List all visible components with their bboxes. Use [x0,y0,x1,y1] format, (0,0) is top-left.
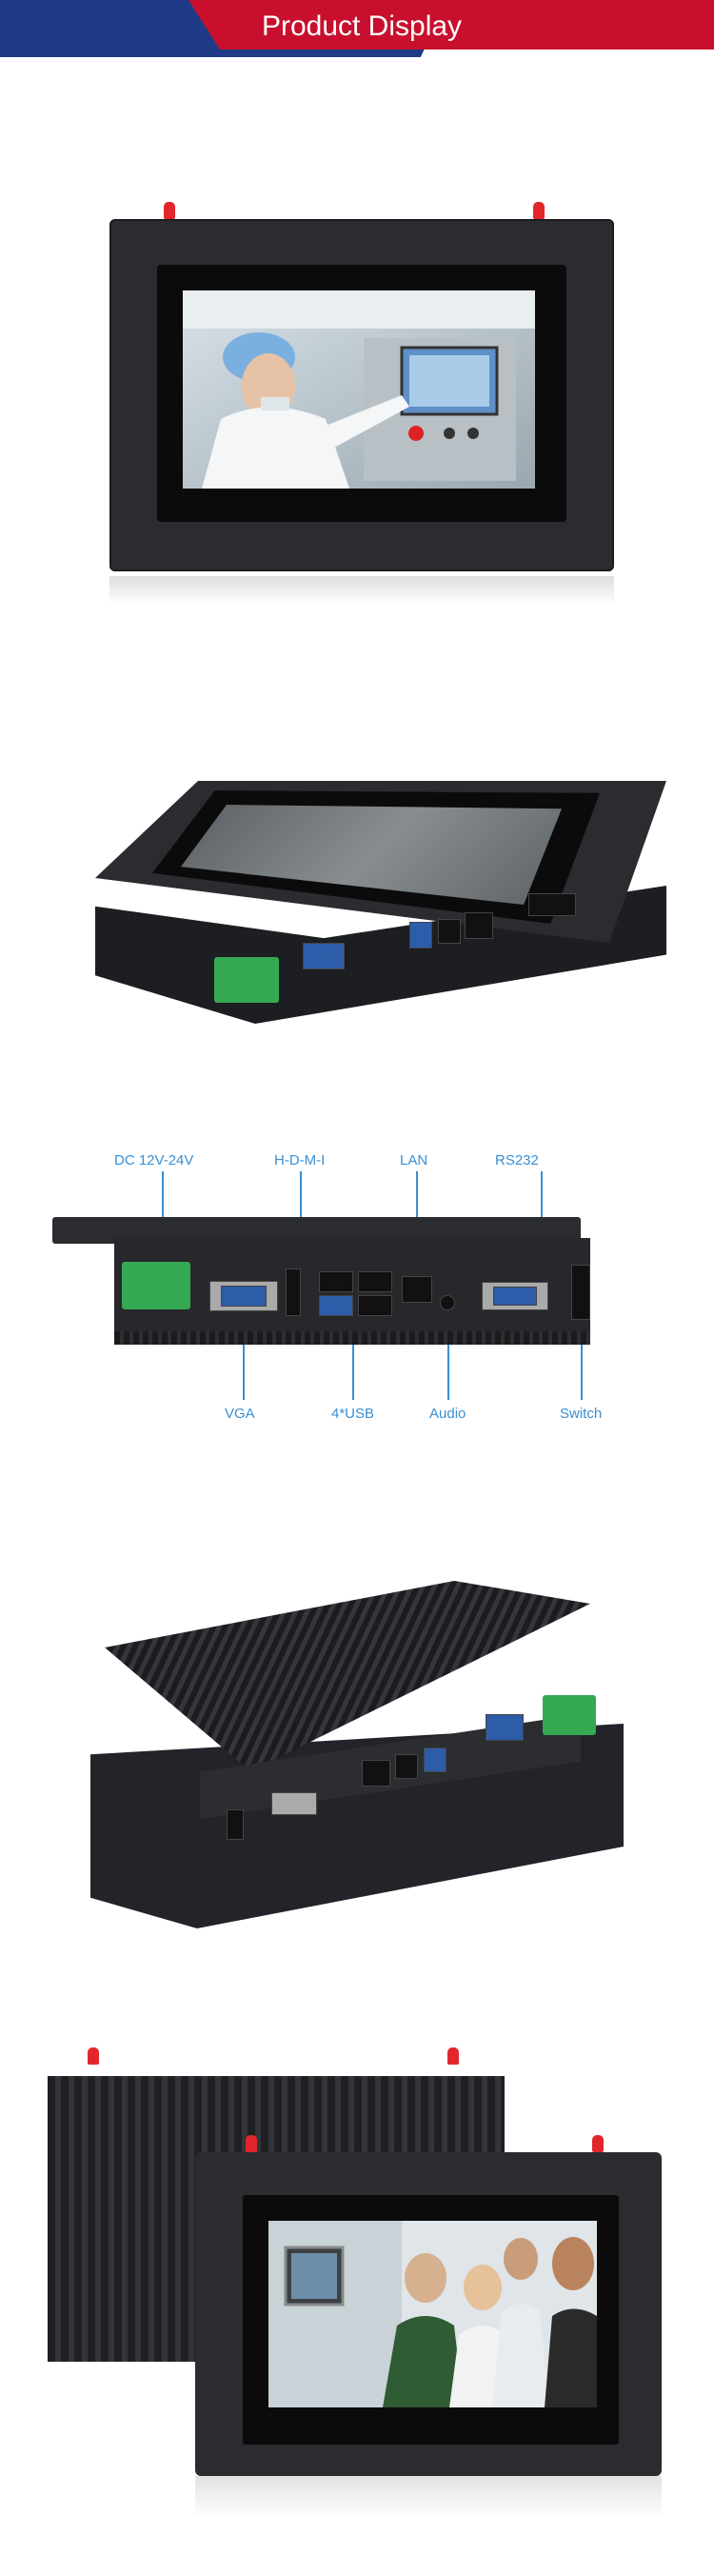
vga-port [303,943,345,969]
panel-reflection [109,576,614,605]
lan-port [362,1760,390,1787]
label-audio: Audio [429,1406,466,1422]
rs232-connector [493,1287,537,1306]
label-hdmi: H-D-M-I [274,1152,326,1168]
page-title: Product Display [261,10,463,42]
header-banner-red [188,0,714,50]
usb-port [319,1295,353,1316]
antenna-left [164,202,175,219]
leader-line [352,1309,354,1400]
vga-port [486,1714,524,1741]
leader-line [581,1324,583,1400]
rs232-port [528,893,576,916]
power-switch [571,1265,590,1320]
screen-photo-team [268,2221,597,2407]
panel-reflection [195,2476,662,2519]
usb-port [438,919,461,944]
lan-port [465,912,493,939]
dc-terminal [543,1695,596,1735]
rs232-port [271,1792,317,1815]
usb-port [358,1271,392,1292]
audio-jack [440,1295,455,1310]
lan-port [402,1276,432,1303]
dc-terminal [122,1262,190,1309]
label-vga: VGA [225,1406,255,1422]
label-dc: DC 12V-24V [114,1152,194,1168]
screen-photo-worker [183,290,535,489]
label-lan: LAN [400,1152,428,1168]
antenna-right [447,2047,459,2065]
vga-connector [221,1286,267,1307]
label-switch: Switch [560,1406,603,1422]
usb-port [358,1295,392,1316]
usb-port [395,1754,418,1779]
antenna-right [592,2135,604,2152]
antenna-left [246,2135,257,2152]
antenna-right [533,202,545,219]
usb-port [424,1747,446,1772]
usb-port [409,922,432,949]
label-usb: 4*USB [331,1406,375,1422]
power-switch [227,1809,244,1840]
leader-line [447,1309,449,1400]
antenna-left [88,2047,99,2065]
leader-line [243,1324,245,1400]
label-rs232: RS232 [495,1152,539,1168]
usb-port [319,1271,353,1292]
dc-terminal [214,957,279,1003]
heatsink-fins [114,1331,590,1345]
hdmi-port [286,1268,301,1316]
